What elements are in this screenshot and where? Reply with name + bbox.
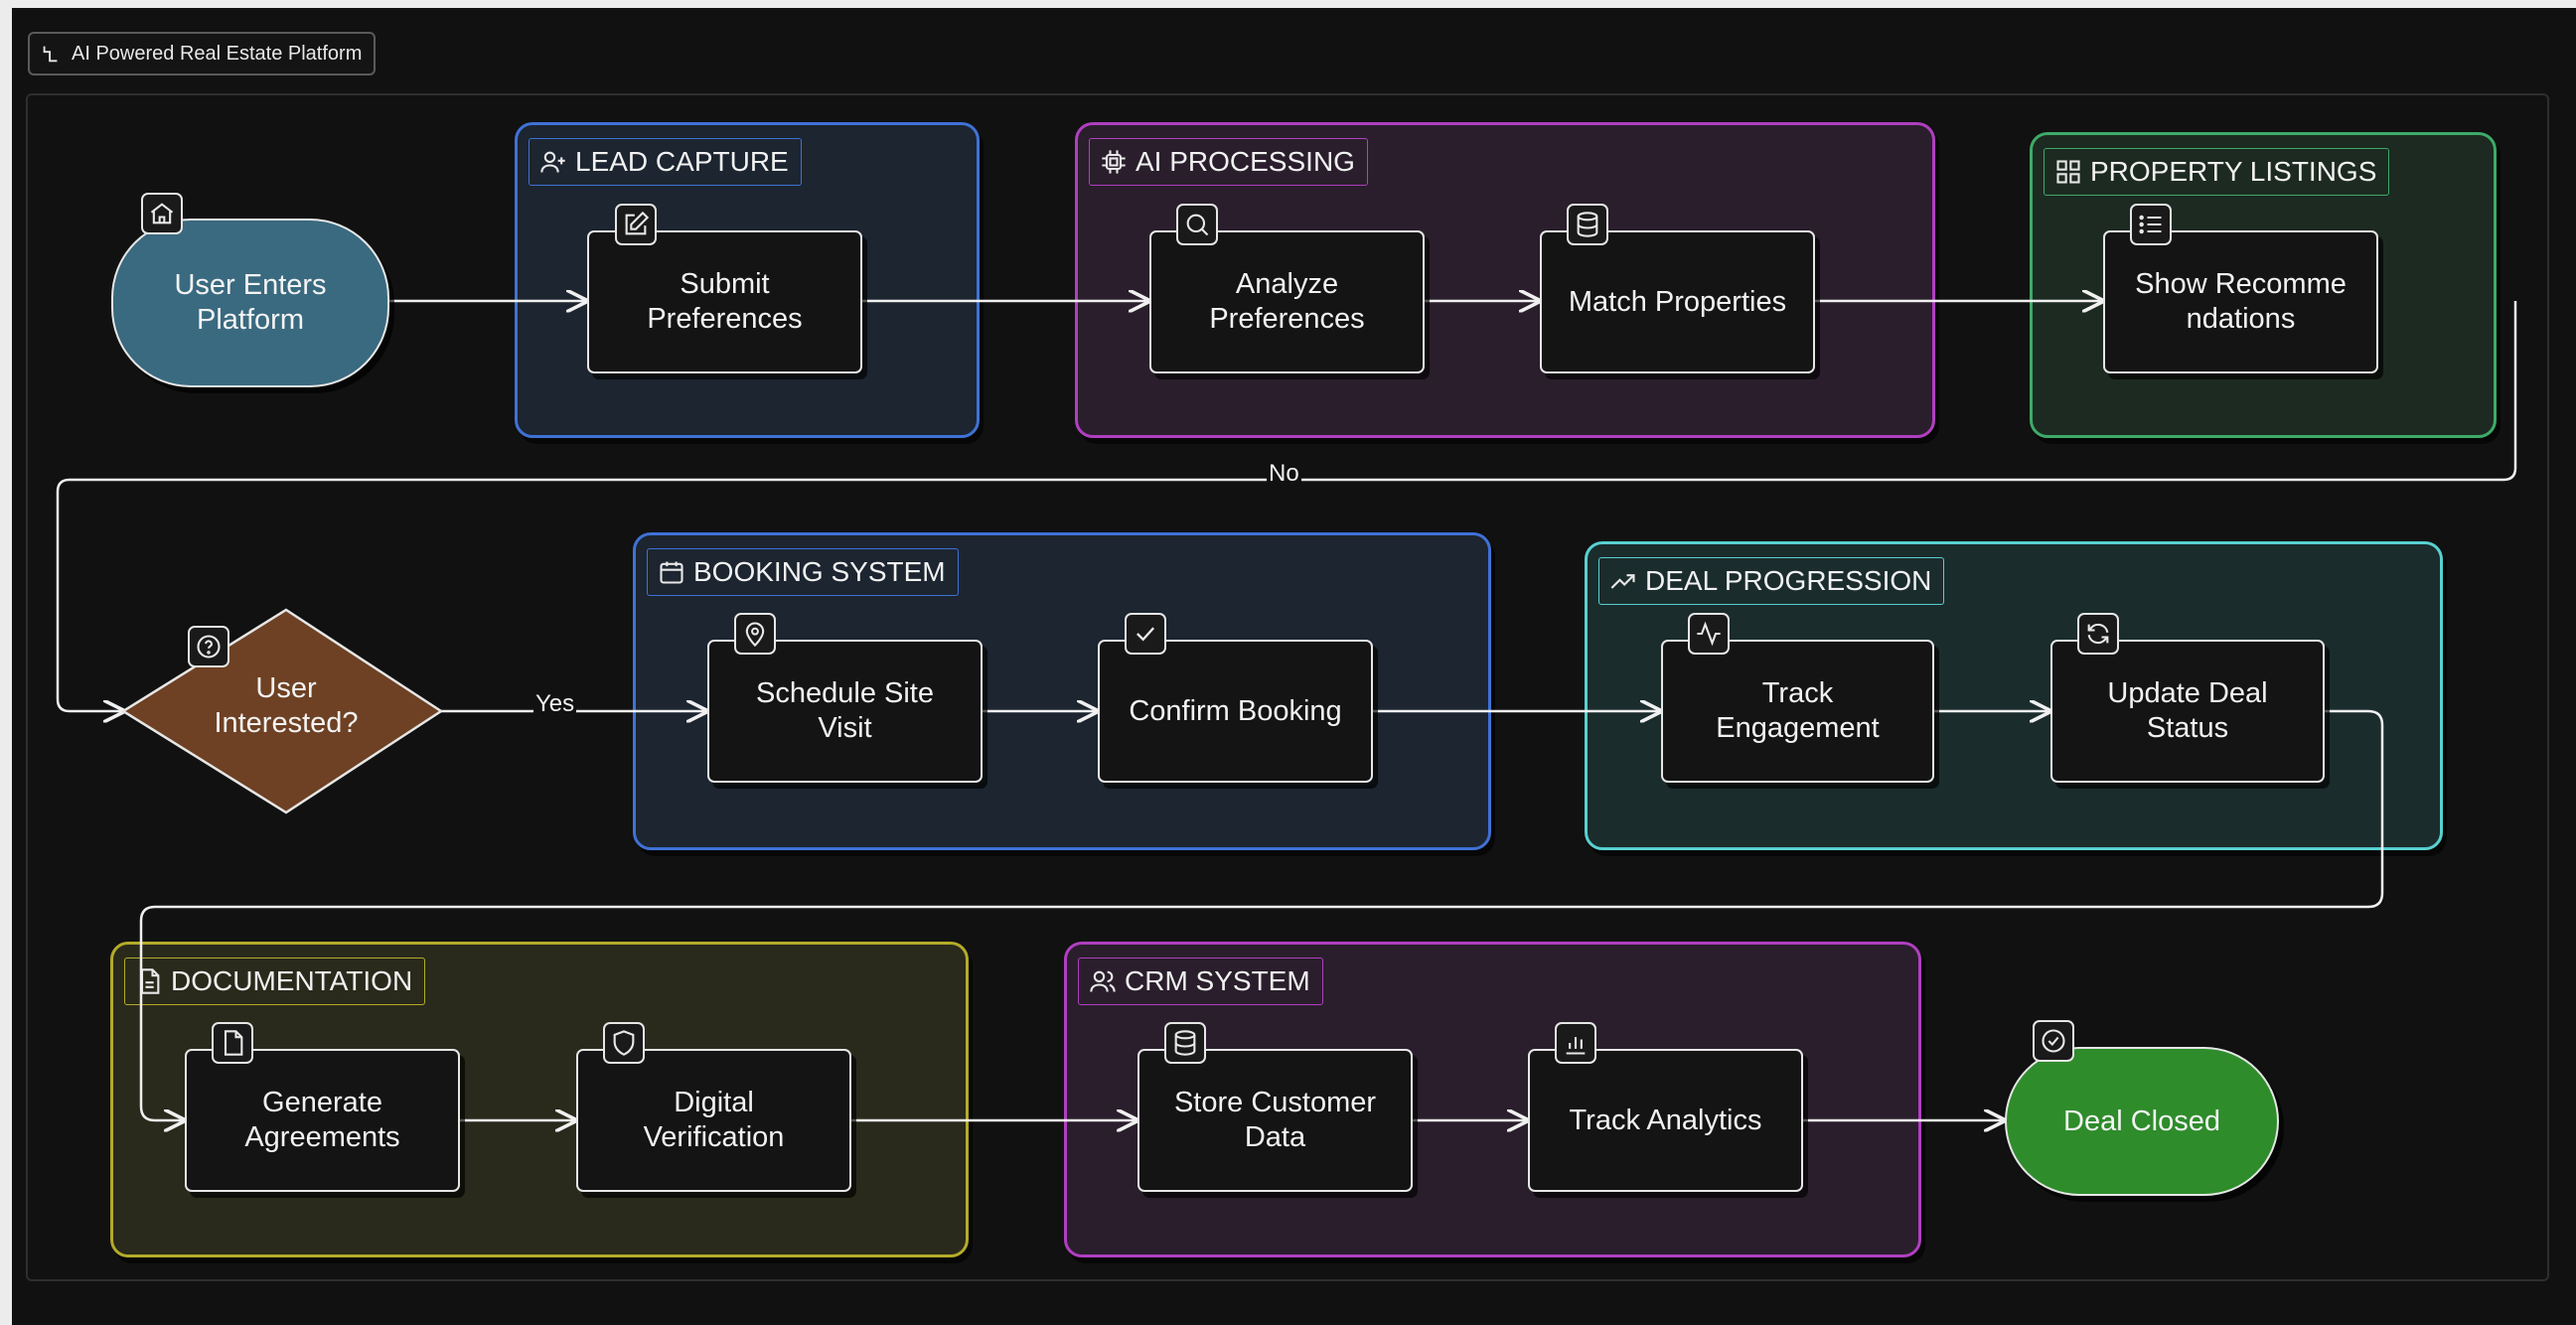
search-icon xyxy=(1176,204,1218,245)
database-icon xyxy=(1164,1022,1206,1064)
diagram-title-tab[interactable]: AI Powered Real Estate Platform xyxy=(28,32,377,75)
calendar-icon xyxy=(660,561,683,584)
node-track-analytics[interactable]: Track Analytics xyxy=(1528,1049,1803,1192)
node-match-properties[interactable]: Match Properties xyxy=(1540,230,1815,373)
home-icon xyxy=(141,193,183,234)
group-label-lead-capture: LEAD CAPTURE xyxy=(529,138,802,186)
node-confirm-booking[interactable]: Confirm Booking xyxy=(1098,640,1373,783)
users-icon xyxy=(1090,970,1116,992)
map-pin-icon xyxy=(734,613,776,655)
edge-label-yes: Yes xyxy=(533,690,577,718)
diagram-title: AI Powered Real Estate Platform xyxy=(72,42,363,65)
user-plus-icon xyxy=(540,151,565,173)
group-label-crm-system: CRM SYSTEM xyxy=(1078,957,1323,1005)
edit-icon xyxy=(615,204,657,245)
bar-chart-icon xyxy=(1555,1022,1596,1064)
file-icon xyxy=(212,1022,253,1064)
database-icon xyxy=(1567,204,1608,245)
decision-diamond xyxy=(120,608,444,814)
activity-icon xyxy=(1688,613,1730,655)
edge-show-interested xyxy=(56,301,2517,711)
diagram-canvas xyxy=(26,93,2549,1281)
refresh-icon xyxy=(2077,613,2119,655)
shield-icon xyxy=(603,1022,645,1064)
node-deal-closed[interactable]: Deal Closed xyxy=(2005,1047,2279,1196)
cpu-icon xyxy=(1102,150,1126,174)
check-circle-icon xyxy=(2033,1020,2074,1062)
flowchart-icon xyxy=(43,46,58,63)
grid-icon xyxy=(2056,160,2080,184)
group-label-booking-system: BOOKING SYSTEM xyxy=(647,548,959,596)
group-label-deal-progression: DEAL PROGRESSION xyxy=(1598,557,1945,605)
group-label-property-listings: PROPERTY LISTINGS xyxy=(2044,148,2390,196)
check-icon xyxy=(1125,613,1166,655)
list-icon xyxy=(2130,204,2172,245)
edge-update-generate xyxy=(139,709,2384,1120)
help-circle-icon xyxy=(188,626,229,667)
edge-label-no: No xyxy=(1267,460,1301,488)
group-label-documentation: DOCUMENTATION xyxy=(124,957,426,1005)
group-label-ai-processing: AI PROCESSING xyxy=(1089,138,1368,186)
trending-up-icon xyxy=(1610,574,1635,589)
